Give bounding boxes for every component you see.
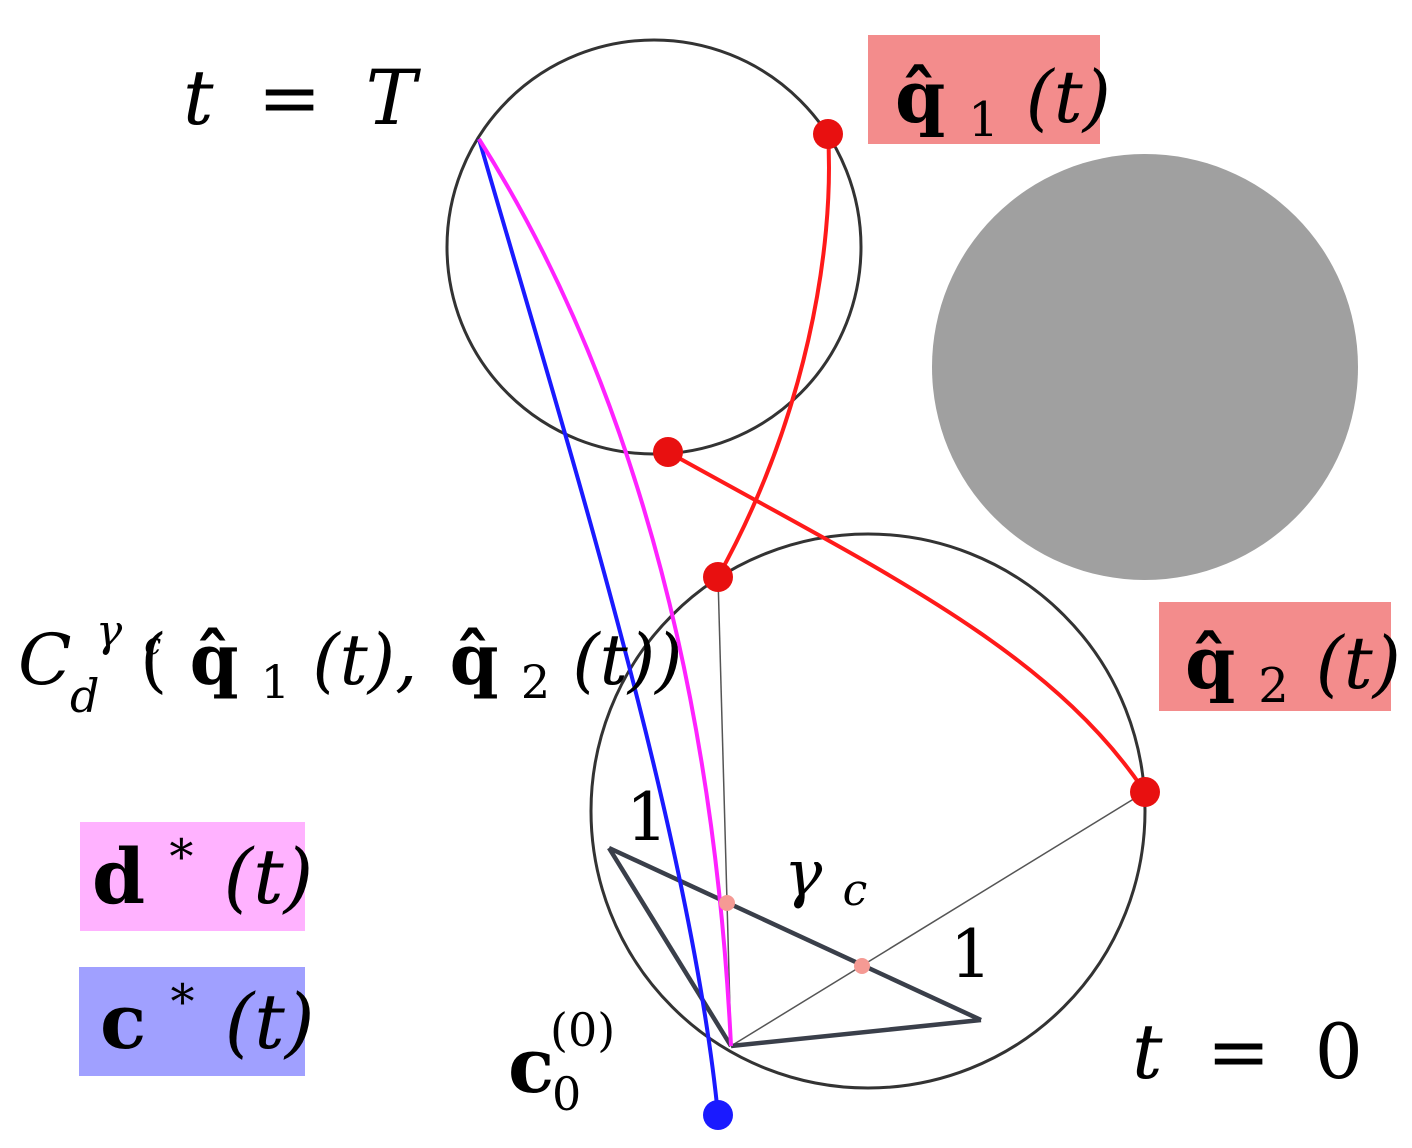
- cd-q2-argument: (t)): [572, 619, 682, 701]
- circle-t-0: [589, 532, 1147, 1090]
- cd-q1-subscript: 1: [261, 655, 290, 709]
- blue-path-c-star: [477, 138, 720, 1116]
- d-symbol: d: [92, 832, 145, 921]
- C-symbol: C: [18, 619, 72, 701]
- d-argument: (t): [223, 832, 313, 921]
- red-path-q2: [667, 450, 1147, 794]
- label-c0-bold: c: [508, 1021, 554, 1110]
- q2-subscript: 2: [1258, 658, 1289, 714]
- label-constraint-set: C γ c: [18, 581, 161, 701]
- label-constraint-sub: d: [70, 669, 99, 723]
- cd-q1-argument: (t),: [312, 619, 417, 701]
- q2-end-dot: [653, 437, 683, 467]
- obstacle-disk: [932, 154, 1358, 580]
- q2-argument: (t): [1316, 621, 1401, 705]
- c-star-end-dot: [703, 1100, 733, 1130]
- q2-symbol: q̂: [1185, 620, 1235, 705]
- magenta-path-d-star: [477, 137, 733, 1047]
- guide-line-diagonal: [730, 791, 1146, 1047]
- equals-symbol: =: [258, 53, 322, 142]
- c-star-label-background: [79, 967, 305, 1076]
- label-gamma-c: γ c: [784, 837, 867, 916]
- q1-start-dot: [703, 562, 733, 592]
- guide-line-vertical: [717, 576, 732, 1047]
- q2-start-dot: [1130, 777, 1160, 807]
- c-argument: (t): [225, 977, 315, 1066]
- label-q1: q̂ 1 (t): [895, 54, 1111, 153]
- t-symbol: t: [183, 53, 214, 142]
- q1-symbol: q̂: [895, 54, 945, 139]
- t0-symbol: t: [1132, 1007, 1163, 1096]
- gamma-symbol: γ: [784, 837, 823, 911]
- open-paren: (: [140, 619, 167, 701]
- label-c-star: c * (t): [100, 947, 314, 1066]
- label-d-star: d * (t): [92, 802, 313, 921]
- q2-label-background: [1159, 602, 1391, 711]
- label-q2: q̂ 2 (t): [1185, 620, 1401, 719]
- triangle-bottom-edge: [730, 1017, 982, 1049]
- q1-subscript: 1: [968, 92, 999, 148]
- zero-symbol: 0: [1315, 1007, 1363, 1096]
- q1-label-background: [868, 35, 1100, 144]
- gamma-subscript: c: [843, 865, 868, 916]
- C-superscript-subscript: c: [144, 627, 161, 662]
- C-superscript: γ: [96, 606, 123, 657]
- cd-q1-symbol: q̂: [190, 618, 239, 701]
- label-t-equals-0: t = 0: [1132, 1007, 1363, 1096]
- q1-end-dot: [813, 119, 843, 149]
- label-c0-superscript: (0): [550, 1003, 615, 1057]
- label-one-right: 1: [950, 916, 992, 993]
- intersection-dot-2: [854, 958, 870, 974]
- cd-q2-subscript: 2: [521, 655, 550, 709]
- label-t-equals-T: t = T: [183, 53, 422, 142]
- q1-argument: (t): [1026, 55, 1111, 139]
- d-superscript: *: [169, 829, 193, 885]
- c-symbol: c: [100, 977, 146, 1066]
- label-one-left: 1: [626, 779, 668, 856]
- triangle-top-edge: [608, 845, 982, 1023]
- d-star-label-background: [80, 822, 305, 931]
- intersection-dot-1: [719, 895, 735, 911]
- label-constraint-args: ( q̂ 1 (t), q̂ 2 (t)): [140, 618, 682, 715]
- T-symbol: T: [366, 53, 422, 142]
- triangle-left-edge: [607, 846, 733, 1048]
- red-path-q1: [716, 133, 831, 578]
- label-c0-subscript: 0: [552, 1067, 581, 1121]
- cd-q2-symbol: q̂: [450, 618, 499, 701]
- t0-equals-symbol: =: [1207, 1007, 1271, 1096]
- c-superscript: *: [170, 974, 194, 1030]
